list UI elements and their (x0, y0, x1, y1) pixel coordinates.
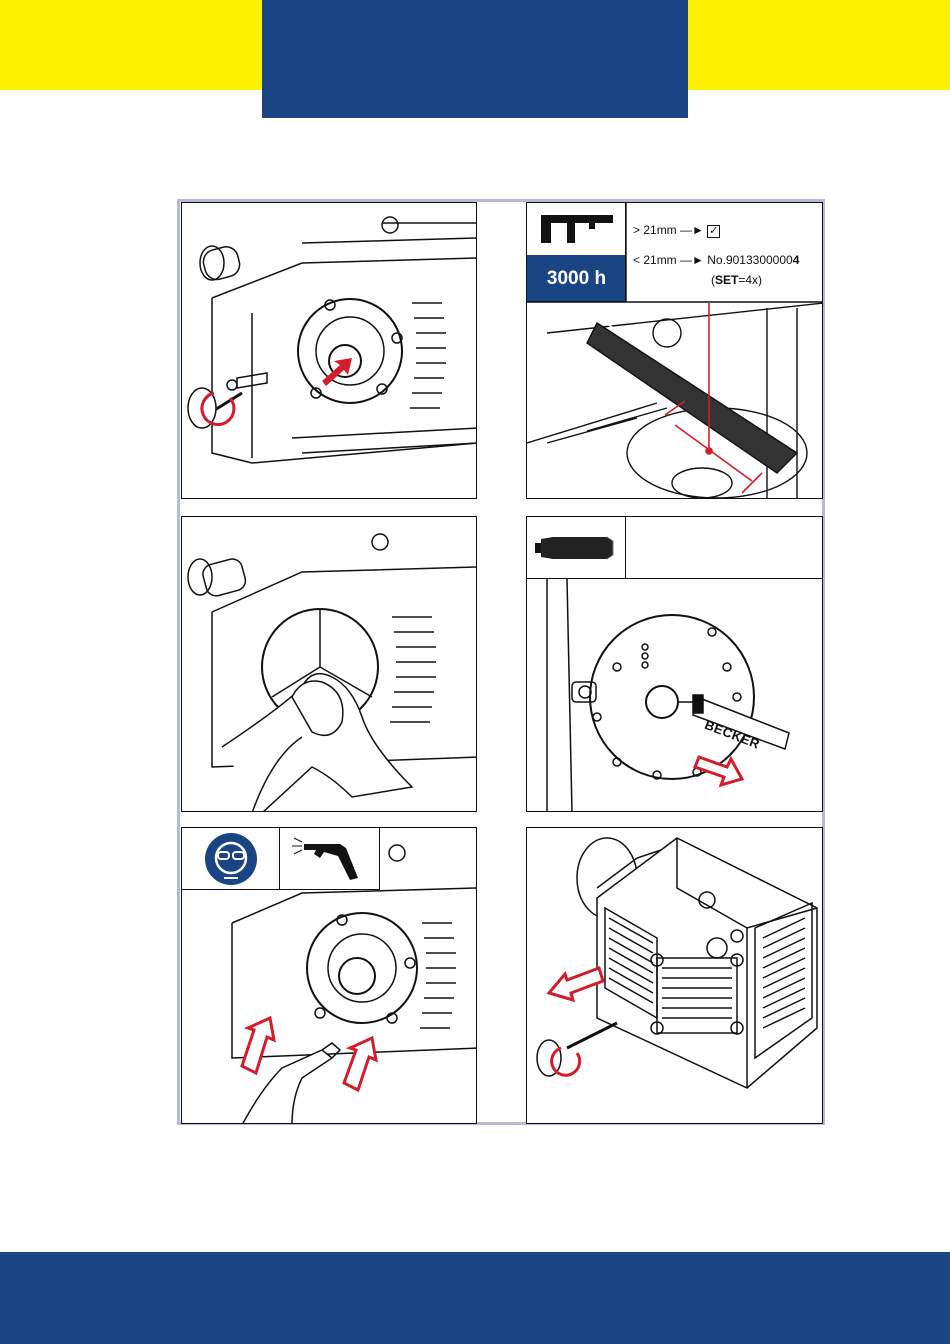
arrow-icon: —► (680, 253, 704, 267)
red-arrow-icon (527, 517, 823, 812)
panel-blow-out (181, 827, 477, 1124)
red-arrow-icon (527, 828, 823, 1124)
header-yellow-left (0, 0, 262, 90)
set-quantity-row: (SET=4x) (711, 273, 762, 287)
set-label: SET (715, 273, 738, 287)
arrow-icon: —► (680, 223, 704, 237)
panel-reassemble (526, 827, 823, 1124)
header-blue-tab (262, 0, 688, 118)
replace-condition-label: < 21mm (633, 253, 677, 267)
red-arrow-icon (182, 203, 477, 499)
interval-box-border (527, 203, 626, 302)
checkbox-checked-icon: ✓ (707, 225, 720, 238)
ok-condition-row: > 21mm —► ✓ (633, 223, 720, 238)
panel-clean-housing (181, 516, 477, 812)
ok-condition-label: > 21mm (633, 223, 677, 237)
part-number-suffix: 4 (793, 253, 800, 267)
panel-apply-grease: BECKER (526, 516, 823, 812)
replace-condition-row: < 21mm —► No.90133000004 (633, 253, 799, 267)
header-yellow-right (688, 0, 950, 90)
red-arrow-icon (182, 828, 477, 1124)
footer-blue-band (0, 1252, 950, 1344)
panel-remove-screws (181, 202, 477, 499)
part-number-prefix: No. (707, 253, 726, 267)
set-quantity: =4x) (738, 273, 762, 287)
panel-check-vane-wear: 3000 h > 21mm —► ✓ < 21mm —► No.90133000… (526, 202, 823, 499)
part-number: 9013300000 (726, 253, 793, 267)
hand-wiping-cloth-icon (182, 517, 477, 812)
